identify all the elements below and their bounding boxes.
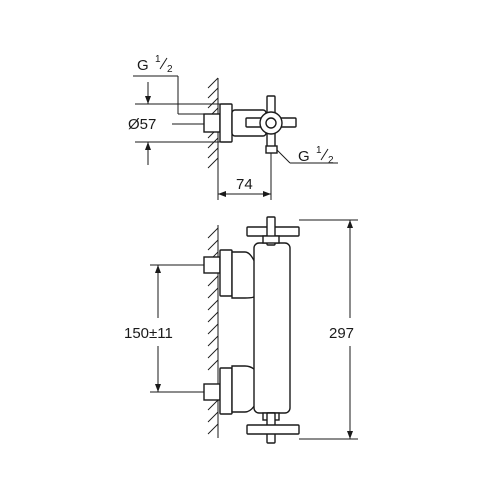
thread-side-prefix: G	[298, 148, 310, 165]
projection-label: 74	[236, 176, 253, 193]
total-arrow-upper	[347, 220, 353, 228]
total-arrow-lower	[347, 431, 353, 439]
top-view	[133, 75, 338, 200]
connector-nipple-top	[203, 113, 221, 133]
thread-side-numerator: 1	[316, 145, 322, 156]
thread-top-prefix: G	[137, 57, 149, 74]
thread-side-fraction-bar	[320, 148, 329, 161]
mixer-body-front	[253, 242, 291, 414]
dia-arrow-upper	[145, 96, 151, 104]
rosette-diameter-label: Ø57	[128, 116, 156, 133]
projection-arrow-left	[218, 191, 226, 197]
rosette-lower	[219, 367, 233, 415]
total-length-label: 297	[329, 325, 354, 342]
rosette-top	[219, 103, 233, 143]
cross-handle-bottom	[246, 412, 300, 444]
thread-top-denominator: 2	[167, 64, 173, 75]
connector-nipple-lower	[203, 383, 221, 401]
thread-side-denominator: 2	[328, 155, 334, 166]
leader-thread-side-diag	[276, 149, 291, 164]
connector-nipple-upper	[203, 256, 221, 274]
center-arrow-upper	[155, 265, 161, 273]
thread-label-side: G 1 2	[298, 145, 334, 166]
center-distance-label: 150±11	[124, 325, 173, 342]
thread-top-numerator: 1	[155, 54, 161, 65]
outlet-side	[265, 145, 278, 154]
thread-label-top: G 1 2	[137, 54, 173, 75]
center-arrow-lower	[155, 384, 161, 392]
cross-handle-side	[245, 95, 297, 151]
rosette-upper	[219, 249, 233, 297]
wall-hatching-front	[207, 227, 219, 435]
cross-handle-top	[246, 216, 300, 246]
front-view	[150, 216, 358, 444]
projection-arrow-right	[263, 191, 271, 197]
dia-arrow-lower	[145, 142, 151, 150]
thread-top-fraction-bar	[159, 57, 168, 70]
